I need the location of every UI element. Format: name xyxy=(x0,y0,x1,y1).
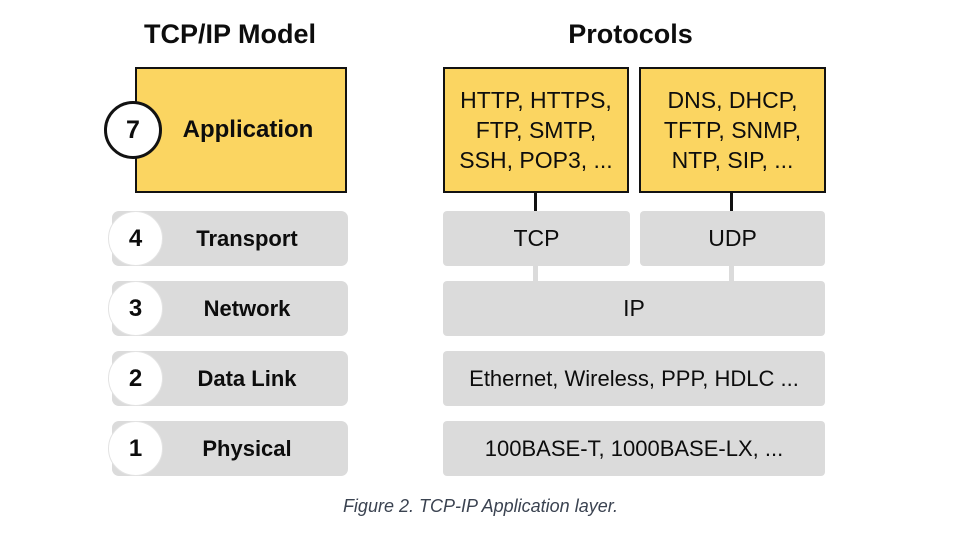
ip-box: IP xyxy=(443,281,825,336)
application-protocols-box-1: HTTP, HTTPS, FTP, SMTP, SSH, POP3, ... xyxy=(443,67,629,193)
layer-number-badge-3: 3 xyxy=(108,281,163,336)
layer-label: Transport xyxy=(196,225,298,251)
application-layer-label: Application xyxy=(182,116,314,143)
data-link-protocols-box: Ethernet, Wireless, PPP, HDLC ... xyxy=(443,351,825,406)
layer-row-physical: 1 Physical xyxy=(108,421,348,476)
physical-protocols-label: 100BASE-T, 1000BASE-LX, ... xyxy=(484,435,784,461)
layer-row-transport: 4 Transport xyxy=(108,211,348,266)
udp-box: UDP xyxy=(640,211,825,266)
layer-number-badge-2: 2 xyxy=(108,351,163,406)
right-column-title: Protocols xyxy=(568,19,693,49)
connector-app-to-udp xyxy=(730,190,733,212)
udp-label: UDP xyxy=(708,225,757,251)
layer-number: 2 xyxy=(128,364,143,392)
protocol-line: SSH, POP3, ... xyxy=(459,147,613,173)
data-link-protocols-label: Ethernet, Wireless, PPP, HDLC ... xyxy=(469,365,799,391)
connector-udp-to-ip xyxy=(729,264,734,282)
left-column-title: TCP/IP Model xyxy=(143,19,317,49)
physical-protocols-box: 100BASE-T, 1000BASE-LX, ... xyxy=(443,421,825,476)
layer-label: Data Link xyxy=(197,365,297,391)
application-layer-box: Application xyxy=(135,67,347,193)
protocol-line: DNS, DHCP, xyxy=(667,87,798,113)
connector-app-to-tcp xyxy=(534,190,537,212)
layer-number: 1 xyxy=(128,434,143,462)
layer-number-badge-4: 4 xyxy=(108,211,163,266)
layer-number: 3 xyxy=(128,294,143,322)
figure-caption: Figure 2. TCP-IP Application layer. xyxy=(342,496,619,516)
application-protocols-box-2: DNS, DHCP, TFTP, SNMP, NTP, SIP, ... xyxy=(639,67,826,193)
layer-row-network: 3 Network xyxy=(108,281,348,336)
protocol-line: TFTP, SNMP, xyxy=(663,117,802,143)
layer-number: 4 xyxy=(128,224,143,252)
layer-number-badge-7: 7 xyxy=(104,101,162,159)
layer-label: Physical xyxy=(202,435,292,461)
protocol-line: FTP, SMTP, xyxy=(475,117,597,143)
protocol-line: HTTP, HTTPS, xyxy=(460,87,612,113)
layer-number: 7 xyxy=(126,115,140,144)
connector-tcp-to-ip xyxy=(533,264,538,282)
tcp-box: TCP xyxy=(443,211,630,266)
protocol-line: NTP, SIP, ... xyxy=(671,147,794,173)
layer-label: Network xyxy=(203,295,291,321)
tcp-label: TCP xyxy=(513,225,560,251)
layer-number-badge-1: 1 xyxy=(108,421,163,476)
ip-label: IP xyxy=(623,295,645,321)
layer-row-data-link: 2 Data Link xyxy=(108,351,348,406)
